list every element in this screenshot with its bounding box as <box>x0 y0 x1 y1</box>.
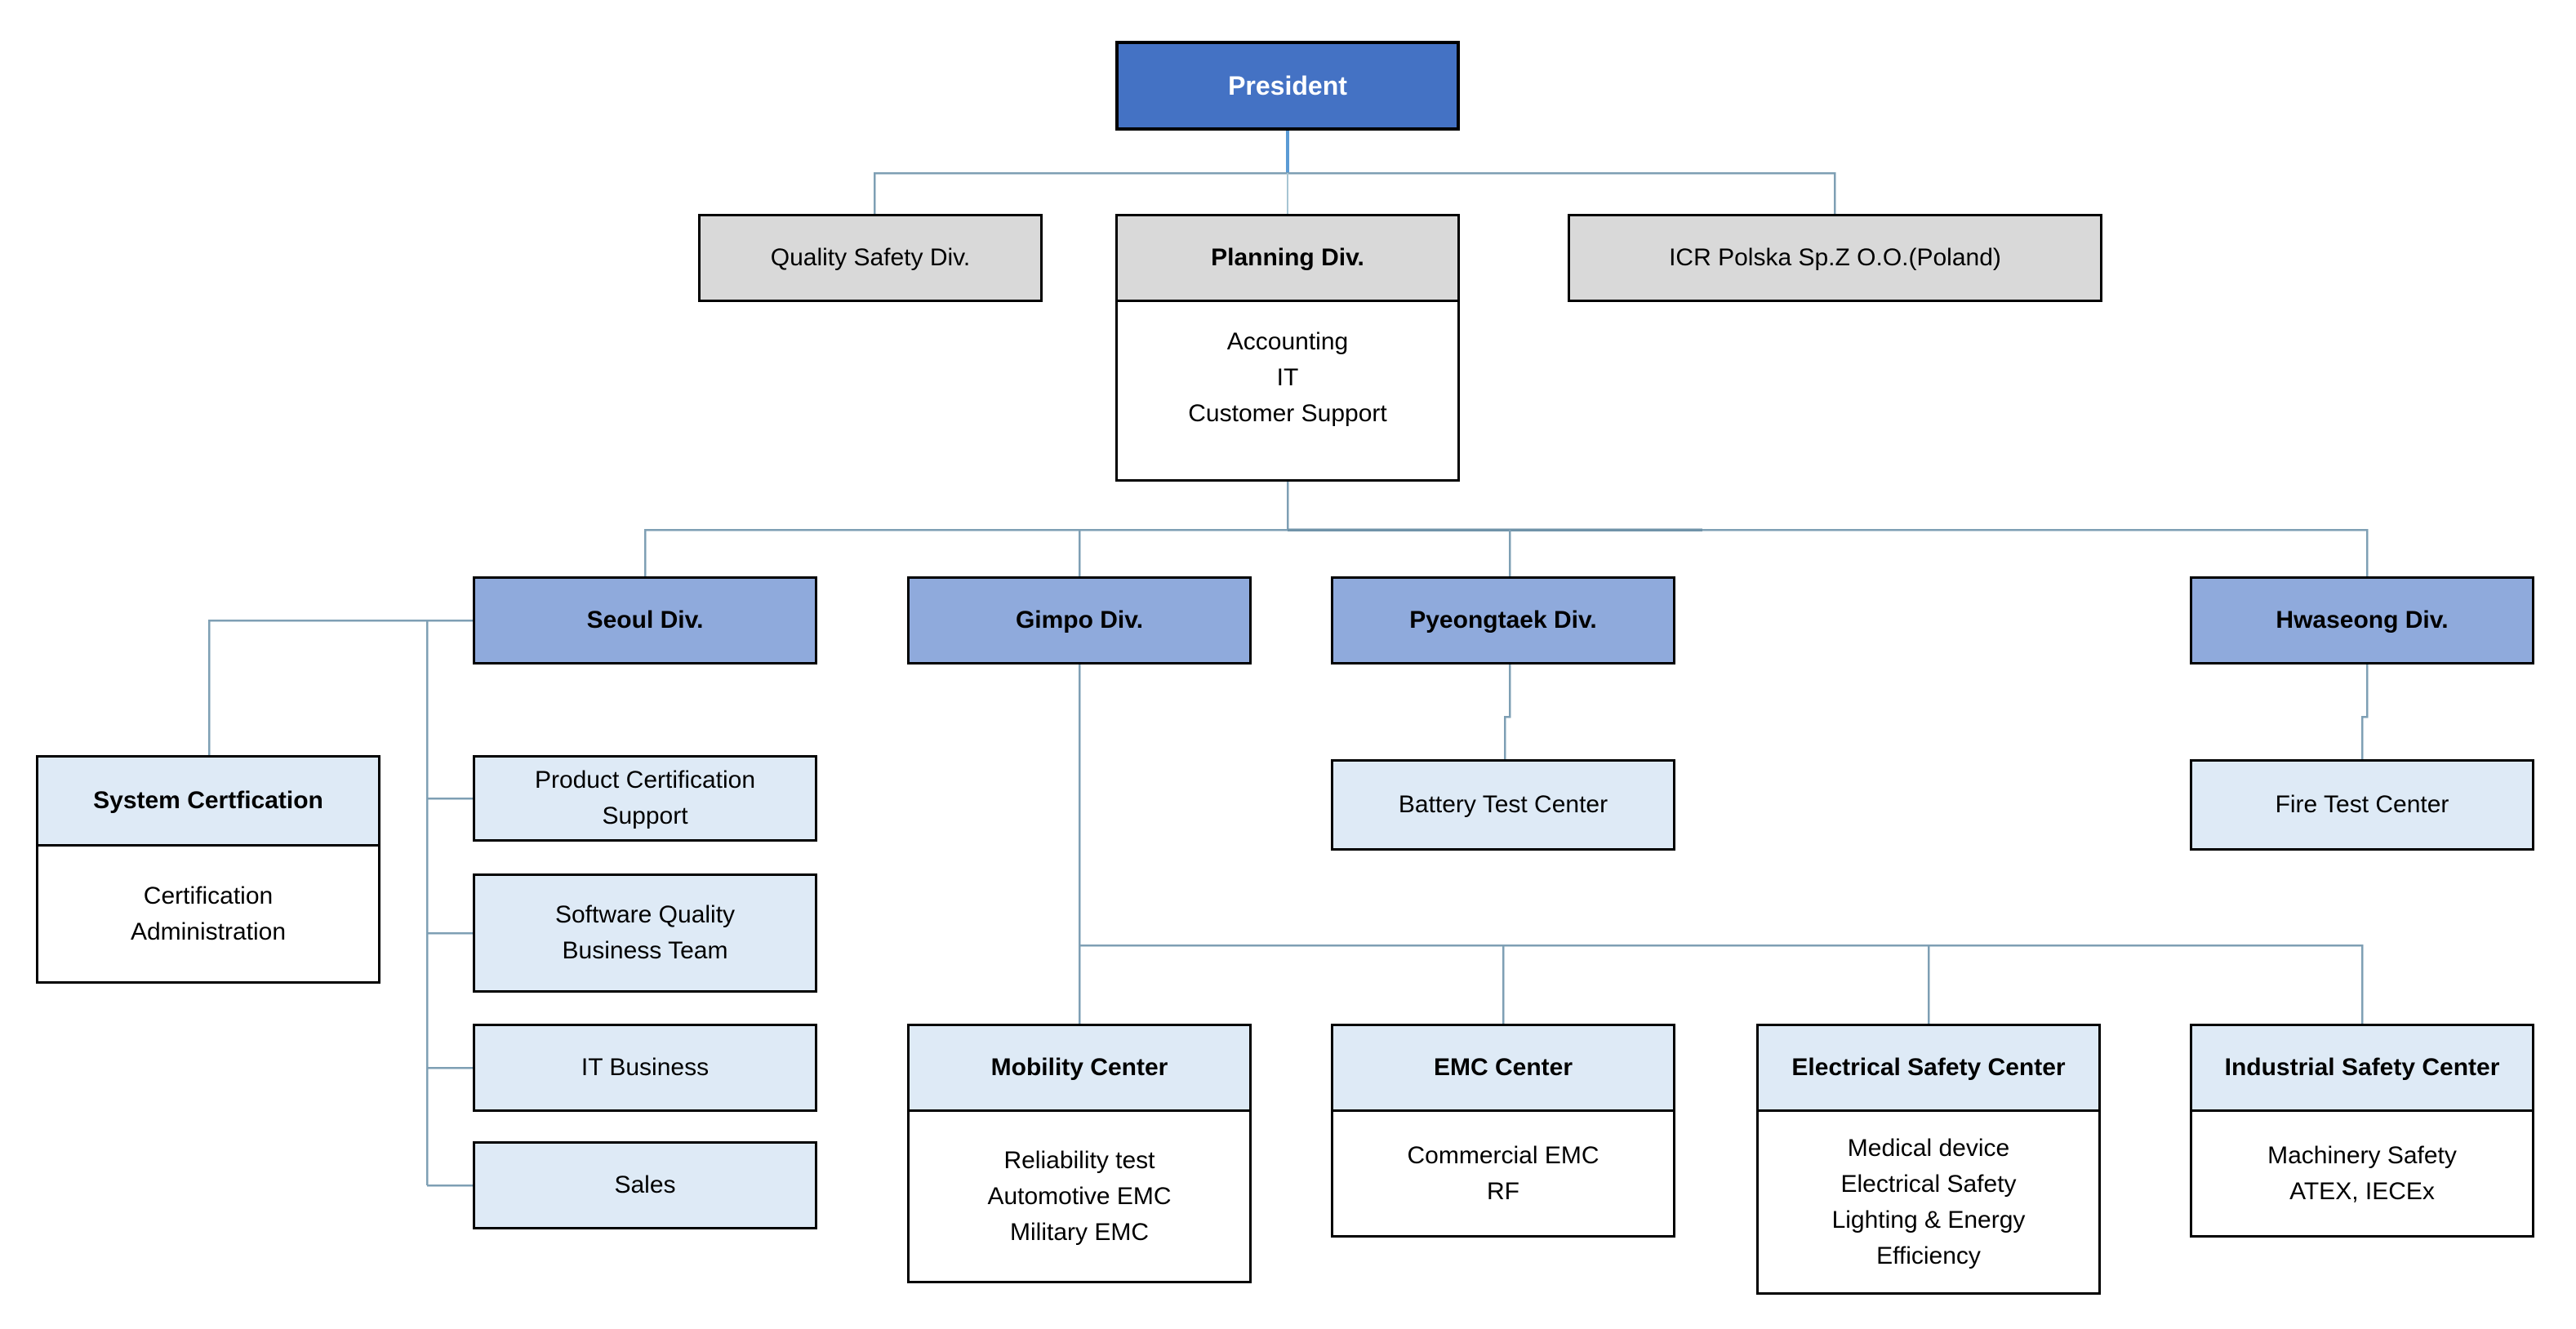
box-product-certification-support: Product Certification Support <box>473 755 817 842</box>
box-seoul-div: Seoul Div. <box>473 576 817 664</box>
box-mobility-center: Mobility Center <box>907 1024 1252 1112</box>
box-fire-test-center: Fire Test Center <box>2190 759 2534 851</box>
box-industrial-safety-center-departments: Machinery Safety ATEX, IECEx <box>2190 1109 2534 1238</box>
box-pyeongtaek-div: Pyeongtaek Div. <box>1331 576 1675 664</box>
box-industrial-safety-center: Industrial Safety Center <box>2190 1024 2534 1112</box>
mobility-department: Military EMC <box>1010 1218 1149 1246</box>
box-electrical-safety-center: Electrical Safety Center <box>1756 1024 2101 1112</box>
box-electrical-safety-center-departments: Medical device Electrical Safety Lightin… <box>1756 1109 2101 1295</box>
box-president: President <box>1115 41 1460 131</box>
box-sales: Sales <box>473 1141 817 1229</box>
box-hwaseong-div: Hwaseong Div. <box>2190 576 2534 664</box>
box-battery-test-center: Battery Test Center <box>1331 759 1675 851</box>
system-certification-department: Administration <box>130 918 287 945</box>
box-icr-polska: ICR Polska Sp.Z O.O.(Poland) <box>1568 214 2102 302</box>
box-planning-departments: Accounting IT Customer Support <box>1115 300 1460 482</box>
team-label-line: Support <box>602 802 688 829</box>
emc-department: RF <box>1487 1177 1519 1205</box>
mobility-department: Automotive EMC <box>987 1182 1172 1210</box>
box-software-quality-business-team: Software Quality Business Team <box>473 873 817 993</box>
box-system-certification: System Certfication <box>36 755 380 847</box>
box-emc-center: EMC Center <box>1331 1024 1675 1112</box>
team-label-line: Product Certification <box>534 767 756 793</box>
team-label-line: Software Quality <box>554 901 736 928</box>
emc-department: Commercial EMC <box>1407 1141 1599 1169</box>
electrical-department: Efficiency <box>1876 1242 1981 1269</box>
electrical-department: Electrical Safety <box>1840 1170 2017 1198</box>
box-emc-center-departments: Commercial EMC RF <box>1331 1109 1675 1238</box>
planning-department: Customer Support <box>1188 400 1387 427</box>
industrial-department: ATEX, IECEx <box>2289 1177 2435 1205</box>
industrial-department: Machinery Safety <box>2267 1141 2457 1169</box>
box-it-business: IT Business <box>473 1024 817 1112</box>
box-quality-safety-div: Quality Safety Div. <box>698 214 1043 302</box>
box-mobility-center-departments: Reliability test Automotive EMC Military… <box>907 1109 1252 1283</box>
box-gimpo-div: Gimpo Div. <box>907 576 1252 664</box>
planning-department: IT <box>1276 364 1299 391</box>
mobility-department: Reliability test <box>1003 1146 1155 1174</box>
electrical-department: Lighting & Energy <box>1831 1206 2026 1233</box>
electrical-department: Medical device <box>1847 1134 2010 1162</box>
box-system-certification-departments: Certification Administration <box>36 844 380 984</box>
team-label-line: Business Team <box>562 937 728 964</box>
box-planning-div: Planning Div. <box>1115 214 1460 302</box>
system-certification-department: Certification <box>143 882 274 909</box>
planning-department: Accounting <box>1226 328 1349 355</box>
